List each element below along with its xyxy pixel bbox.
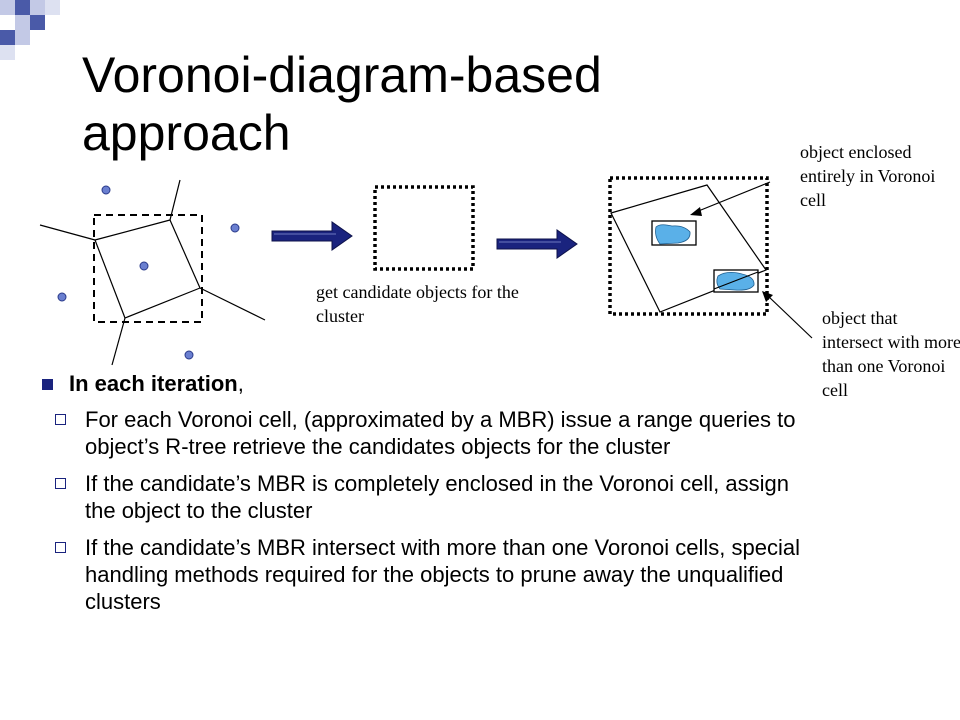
intersect-object-note: object that intersect with more than one… xyxy=(822,308,960,400)
hollow-square-bullet-icon xyxy=(55,542,66,553)
square-bullet-icon xyxy=(42,379,53,390)
main-bullet-text: In each iteration, xyxy=(69,370,244,398)
voronoi-cell-range-box xyxy=(608,176,769,316)
corner-decoration xyxy=(0,0,60,60)
cluster-point xyxy=(57,292,67,302)
cluster-point xyxy=(184,350,194,360)
arrow-2 xyxy=(496,229,578,259)
sub-bullet-item: If the candidate’s MBR is completely enc… xyxy=(52,470,822,524)
callout-intersect xyxy=(762,291,813,339)
slide-title: Voronoi-diagram-based approach xyxy=(82,47,602,161)
voronoi-cell-outline xyxy=(610,184,767,313)
callout-enclosed xyxy=(690,181,771,216)
cluster-point xyxy=(101,185,111,195)
candidate-objects-note: get candidate objects for the cluster xyxy=(316,282,519,326)
sub-bullet-text: If the candidate’s MBR intersect with mo… xyxy=(85,535,800,614)
hollow-square-bullet-icon xyxy=(55,414,66,425)
cluster-point xyxy=(230,223,240,233)
cluster-points xyxy=(57,185,240,360)
sub-bullet-list: For each Voronoi cell, (approximated by … xyxy=(52,406,822,615)
intersecting-object xyxy=(713,269,759,293)
main-bullet-suffix: , xyxy=(237,371,244,396)
main-bullet-label: In each iteration xyxy=(69,371,238,396)
sub-bullet-item: If the candidate’s MBR intersect with mo… xyxy=(52,534,822,615)
main-bullet-item: In each iteration, xyxy=(42,370,822,398)
voronoi-edges xyxy=(39,179,266,366)
arrow-1 xyxy=(271,221,353,251)
bullet-list: In each iteration, For each Voronoi cell… xyxy=(42,370,822,625)
voronoi-cell-mbr xyxy=(93,214,203,323)
enclosed-object xyxy=(651,220,697,246)
candidate-range-box xyxy=(373,185,475,271)
hollow-square-bullet-icon xyxy=(55,478,66,489)
sub-bullet-text: For each Voronoi cell, (approximated by … xyxy=(85,407,796,459)
cluster-point xyxy=(139,261,149,271)
enclosed-object-note: object enclosed entirely in Voronoi cell xyxy=(800,142,936,210)
sub-bullet-item: For each Voronoi cell, (approximated by … xyxy=(52,406,822,460)
sub-bullet-text: If the candidate’s MBR is completely enc… xyxy=(85,471,789,523)
